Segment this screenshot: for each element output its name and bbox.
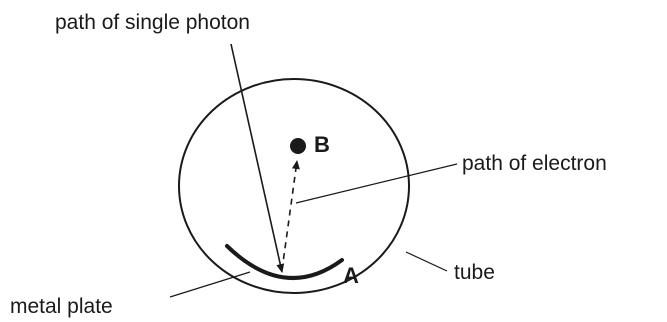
point-b-dot bbox=[290, 138, 306, 154]
photon-path-label: path of single photon bbox=[55, 11, 250, 34]
point-a-label: A bbox=[343, 263, 359, 288]
metal-plate bbox=[225, 244, 344, 280]
electron-path-line bbox=[281, 160, 300, 271]
tube-leader-line bbox=[405, 251, 448, 272]
metal-plate-label: metal plate bbox=[10, 295, 113, 318]
point-b-label: B bbox=[314, 132, 330, 157]
electron-leader-line bbox=[295, 163, 458, 204]
photon-path-line bbox=[230, 43, 285, 273]
tube-outline bbox=[178, 78, 410, 294]
electron-path-label: path of electron bbox=[462, 152, 607, 175]
plate-leader-line bbox=[169, 271, 251, 298]
tube-label: tube bbox=[454, 261, 495, 284]
